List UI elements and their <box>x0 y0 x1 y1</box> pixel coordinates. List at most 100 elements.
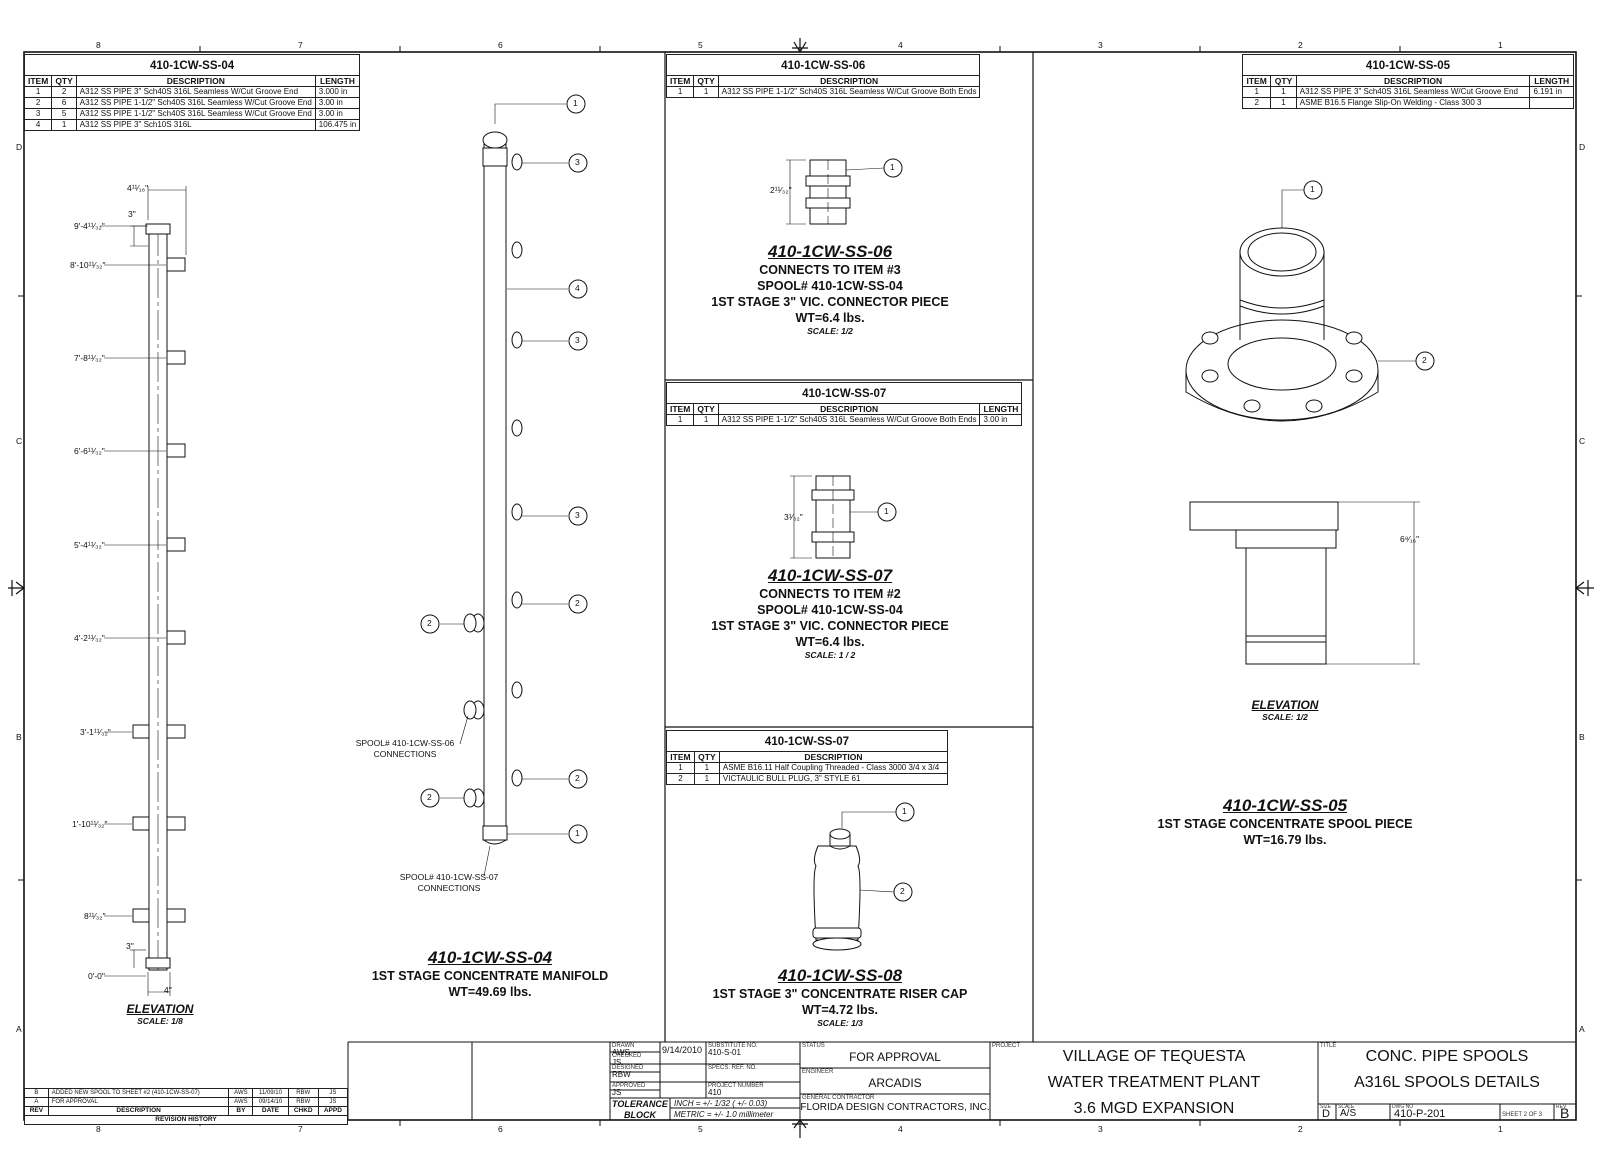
spec-ref-label: SPECS. REF. NO. <box>708 1065 758 1071</box>
zone-col-2-bottom: 2 <box>1298 1124 1303 1134</box>
balloon-number: 2 <box>575 773 580 783</box>
title-line-2: A316L SPOOLS DETAILS <box>1354 1074 1540 1091</box>
block-label: BLOCK <box>624 1110 656 1120</box>
approved-label: APPROVED <box>612 1083 646 1089</box>
metric-tolerance: METRIC = +/- 1.0 millimeter <box>674 1110 774 1119</box>
view-label: ELEVATION <box>126 1002 194 1016</box>
substitute-value: 410-S-01 <box>708 1048 741 1057</box>
rev-label: REV <box>1556 1104 1567 1110</box>
balloon-number: 3 <box>575 157 580 167</box>
zone-row-c-left: C <box>16 436 23 446</box>
zone-col-5-bottom: 5 <box>698 1124 703 1134</box>
ss05-iso-drawing <box>1185 180 1435 422</box>
zone-col-3-top: 3 <box>1098 40 1103 50</box>
balloon-number: 1 <box>1310 184 1315 194</box>
ss07-caption: 410-1CW-SS-07 CONNECTS TO ITEM #2 SPOOL#… <box>680 566 980 660</box>
balloon-number: 1 <box>575 828 580 838</box>
engineer-label: ENGINEER <box>802 1069 834 1075</box>
dim-length: 3¹⁄₃₂" <box>784 512 803 522</box>
inch-tolerance: INCH = +/- 1/32 ( +/- 0.03) <box>674 1099 768 1108</box>
zone-col-4-bottom: 4 <box>898 1124 903 1134</box>
zone-col-4-top: 4 <box>898 40 903 50</box>
col-qty: QTY <box>51 75 77 87</box>
zone-col-5-top: 5 <box>698 40 703 50</box>
panel-dividers <box>664 52 1034 1042</box>
zone-col-7-bottom: 7 <box>298 1124 303 1134</box>
zone-col-3-bottom: 3 <box>1098 1124 1103 1134</box>
zone-col-6-bottom: 6 <box>498 1124 503 1134</box>
balloon-number: 1 <box>573 98 578 108</box>
dim-level: 1'-10¹¹⁄₃₂" <box>72 819 108 829</box>
checked-label: CHECKED <box>612 1053 642 1059</box>
ss04-caption: 410-1CW-SS-04 1ST STAGE CONCENTRATE MANI… <box>340 948 640 1000</box>
col-item: ITEM <box>23 75 53 87</box>
drawing-title: 410-1CW-SS-04 <box>427 948 553 967</box>
balloon-number: 2 <box>900 886 905 896</box>
checked-value: JS <box>612 1058 622 1067</box>
dim-level: 5'-4¹¹⁄₃₂" <box>74 540 105 550</box>
zone-row-d-right: D <box>1579 142 1586 152</box>
project-line-1: VILLAGE OF TEQUESTA <box>1062 1048 1246 1065</box>
balloon-number: 3 <box>575 335 580 345</box>
ss06-caption: 410-1CW-SS-06 CONNECTS TO ITEM #3 SPOOL#… <box>680 242 980 336</box>
balloon-number: 2 <box>427 792 432 802</box>
bom-title: 410-1CW-SS-07 <box>666 730 948 751</box>
view-label: ELEVATION <box>1251 698 1319 712</box>
zone-col-1-bottom: 1 <box>1498 1124 1503 1134</box>
zone-row-d-left: D <box>16 142 23 152</box>
zone-col-1-top: 1 <box>1498 40 1503 50</box>
ss05-elevation-drawing <box>1189 501 1420 665</box>
balloon-number: 2 <box>1422 355 1427 365</box>
bom-title: 410-1CW-SS-04 <box>24 54 361 75</box>
zone-col-6-top: 6 <box>498 40 503 50</box>
substitute-label: SUBSTITUTE NO. <box>708 1043 758 1049</box>
drawn-value: AWS <box>612 1048 630 1057</box>
sheet-number: SHEET 2 OF 3 <box>1502 1112 1542 1118</box>
drawn-label: DRAWN <box>612 1043 635 1049</box>
zone-row-a-left: A <box>16 1024 22 1034</box>
zone-col-8-top: 8 <box>96 40 101 50</box>
size-label: SIZE <box>1320 1104 1332 1110</box>
ss04-elevation-drawing <box>100 186 187 996</box>
dim-top-offset: 3" <box>128 209 136 219</box>
tolerance-label: TOLERANCE <box>612 1099 668 1109</box>
dim-level: 9'-4¹¹⁄₃₂" <box>74 221 105 231</box>
ss05-caption: 410-1CW-SS-05 1ST STAGE CONCENTRATE SPOO… <box>1130 796 1440 848</box>
scale-label: SCALE: 1/2 <box>1262 712 1308 722</box>
balloon-number: 2 <box>427 618 432 628</box>
dim-bottom-offset: 3" <box>126 941 134 951</box>
col-description: DESCRIPTION <box>75 75 316 87</box>
bom-title: 410-1CW-SS-05 <box>1242 54 1574 75</box>
date-value: 9/14/2010 <box>662 1045 703 1055</box>
dim-level: 0'-0" <box>88 971 105 981</box>
zone-row-b-left: B <box>16 732 22 742</box>
project-line-3: 3.6 MGD EXPANSION <box>1073 1100 1235 1117</box>
drawing-title: 410-1CW-SS-06 <box>767 242 893 261</box>
balloon-number: 1 <box>902 806 907 816</box>
zone-col-7-top: 7 <box>298 40 303 50</box>
balloon-number: 1 <box>884 506 889 516</box>
ss08-caption: 410-1CW-SS-08 1ST STAGE 3" CONCENTRATE R… <box>680 966 1000 1028</box>
zone-row-b-right: B <box>1579 732 1585 742</box>
gc-label: GENERAL CONTRACTOR <box>802 1095 875 1101</box>
ss08-drawing <box>812 802 915 951</box>
col-length: LENGTH <box>314 75 361 87</box>
dim-level: 3'-1¹¹⁄₃₂" <box>80 727 111 737</box>
dim-level: 8'-10¹¹⁄₃₂" <box>70 260 106 270</box>
zone-ticks <box>18 46 1582 1126</box>
drawing-title: 410-1CW-SS-05 <box>1222 796 1348 815</box>
